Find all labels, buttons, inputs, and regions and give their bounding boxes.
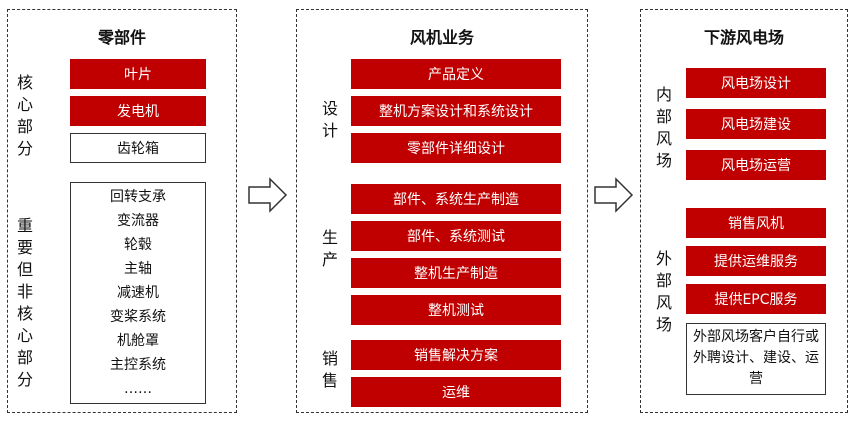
important-item: 变流器 (117, 213, 159, 229)
important-item: …… (124, 381, 152, 397)
production-item: 部件、系统生产制造 (351, 184, 561, 214)
components-panel: 零部件 核心部分 叶片 发电机 齿轮箱 重要但非核心部分 回转支承 变流器 轮毂… (7, 9, 237, 413)
core-item-blade: 叶片 (70, 59, 206, 89)
sales-item: 运维 (351, 377, 561, 407)
important-items-list: 回转支承 变流器 轮毂 主轴 减速机 变桨系统 机舱罩 主控系统 …… (70, 182, 206, 404)
production-label: 生产 (321, 228, 338, 269)
internal-farm-item: 风电场运营 (686, 150, 826, 180)
important-item: 回转支承 (110, 189, 166, 205)
external-farm-item: 销售风机 (686, 208, 826, 238)
external-farm-label: 外部风场 (655, 249, 672, 334)
important-label: 重要但非核心部分 (16, 216, 33, 389)
right-arrow-icon (248, 177, 288, 213)
important-item: 机舱罩 (117, 333, 159, 349)
design-item: 整机方案设计和系统设计 (351, 96, 561, 126)
important-item: 主轴 (124, 261, 152, 277)
external-farm-note: 外部风场客户自行或外聘设计、建设、运营 (686, 323, 826, 395)
downstream-windfarm-panel: 下游风电场 内部风场 风电场设计 风电场建设 风电场运营 外部风场 销售风机 提… (640, 9, 848, 413)
production-item: 整机生产制造 (351, 258, 561, 288)
internal-farm-item: 风电场设计 (686, 68, 826, 98)
sales-label: 销售 (321, 349, 338, 390)
core-item-generator: 发电机 (70, 96, 206, 126)
right-arrow-icon (594, 177, 634, 213)
downstream-windfarm-title: 下游风电场 (703, 28, 784, 47)
internal-farm-item: 风电场建设 (686, 109, 826, 139)
important-item: 轮毂 (124, 237, 152, 253)
design-label: 设计 (321, 99, 338, 140)
design-item: 零部件详细设计 (351, 133, 561, 163)
production-item: 部件、系统测试 (351, 221, 561, 251)
external-farm-item: 提供运维服务 (686, 246, 826, 276)
design-item: 产品定义 (351, 59, 561, 89)
turbine-business-title: 风机业务 (409, 28, 474, 47)
important-item: 变桨系统 (110, 309, 166, 325)
sales-item: 销售解决方案 (351, 340, 561, 370)
important-item: 减速机 (117, 285, 159, 301)
components-title: 零部件 (97, 28, 146, 47)
core-item-gearbox: 齿轮箱 (70, 133, 206, 163)
core-label: 核心部分 (16, 73, 33, 158)
external-farm-item: 提供EPC服务 (686, 284, 826, 314)
turbine-business-panel: 风机业务 设计 产品定义 整机方案设计和系统设计 零部件详细设计 生产 部件、系… (296, 9, 588, 413)
internal-farm-label: 内部风场 (655, 85, 672, 170)
production-item: 整机测试 (351, 295, 561, 325)
important-item: 主控系统 (110, 357, 166, 373)
